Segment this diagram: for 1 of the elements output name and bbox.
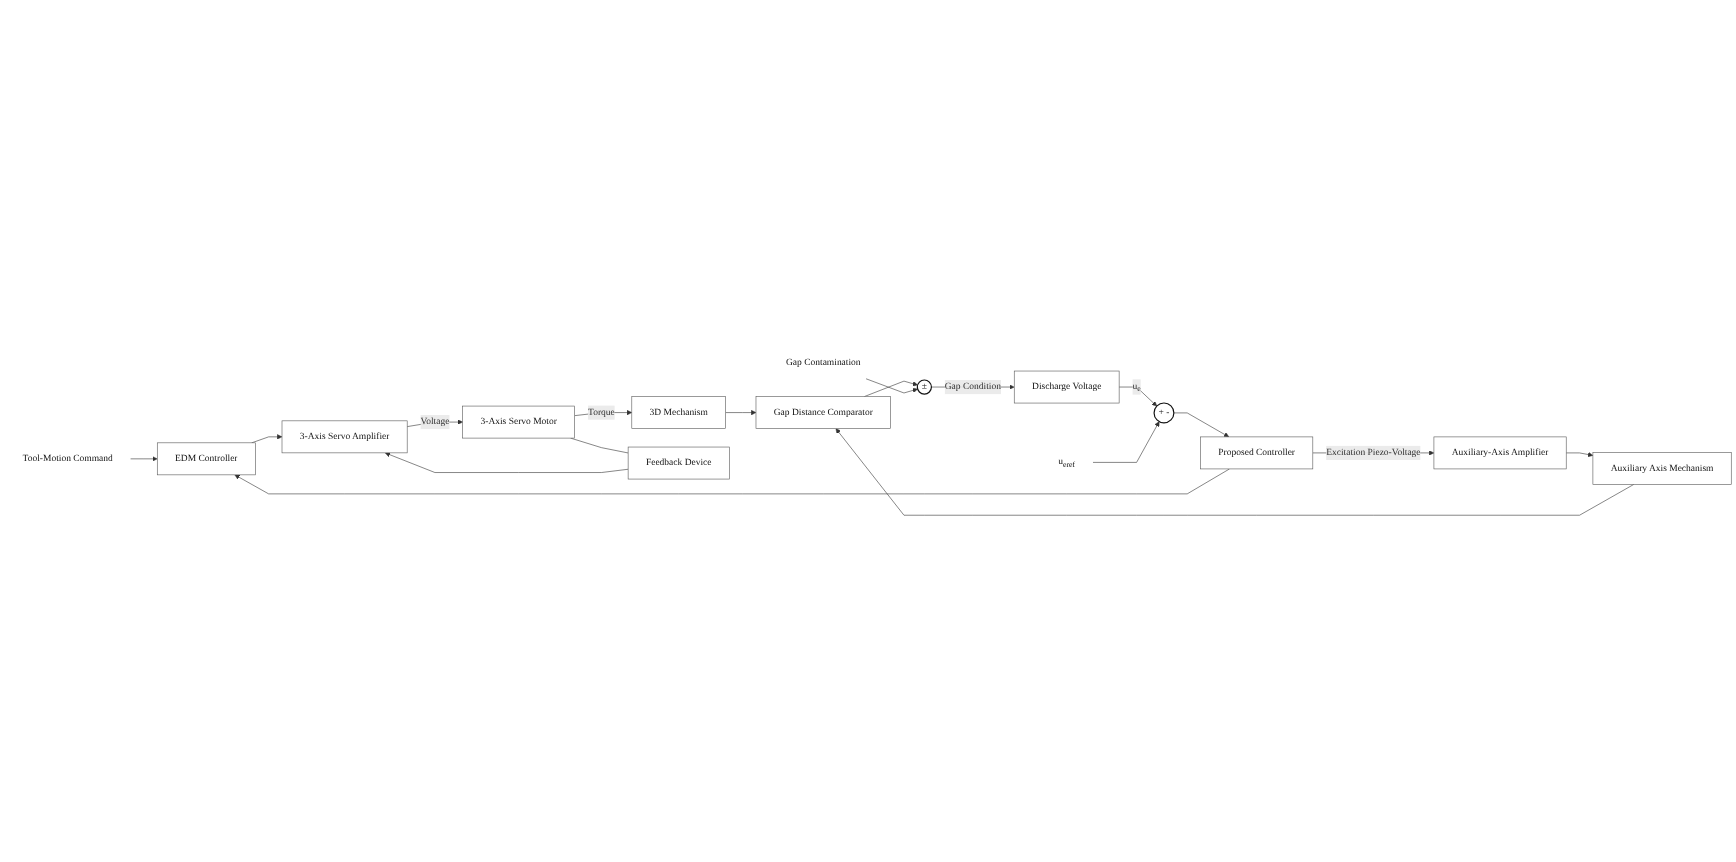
connector [570,437,629,454]
